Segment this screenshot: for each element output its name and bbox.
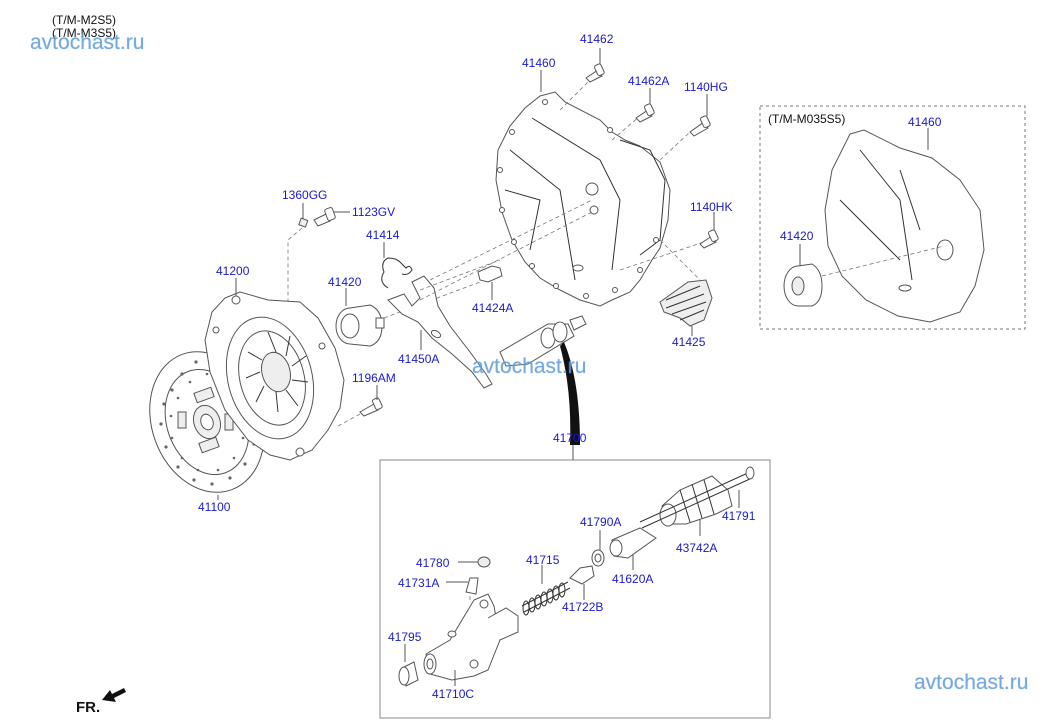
boot-41795 [398, 661, 419, 687]
bolt-1140hg [689, 115, 711, 137]
nut-1360gg [298, 217, 309, 228]
label-1360gg[interactable]: 1360GG [282, 188, 328, 202]
label-43742a[interactable]: 43742A [676, 541, 718, 555]
cylinder-body-41710c [423, 593, 519, 681]
label-41200[interactable]: 41200 [216, 264, 250, 278]
boot-41425 [659, 279, 713, 327]
variant-label-m2s5: (T/M-M2S5) [52, 13, 116, 27]
watermark-bottom-right: avtochast.ru [914, 671, 1029, 694]
inset-label-41460[interactable]: 41460 [908, 115, 942, 129]
label-41414[interactable]: 41414 [366, 228, 400, 242]
label-1140hg[interactable]: 1140HG [684, 80, 728, 94]
piston-41620a [609, 527, 657, 559]
cap-41780 [477, 556, 491, 568]
callout-arrow [560, 342, 580, 445]
inset-label-41420[interactable]: 41420 [780, 229, 814, 243]
bolt-1123gv [313, 207, 336, 227]
bolt-1140hk [699, 229, 719, 249]
inset-title: (T/M-M035S5) [768, 112, 846, 126]
label-41100[interactable]: 41100 [198, 500, 231, 514]
inset-housing-41460 [824, 129, 985, 323]
label-41780[interactable]: 41780 [416, 556, 450, 570]
cup-41722b [569, 565, 595, 585]
pushrod-41791 [639, 466, 755, 529]
label-41710c[interactable]: 41710C [432, 687, 475, 701]
release-cylinder-41700 [499, 315, 587, 367]
watermark-center: avtochast.ru [472, 355, 587, 378]
label-41790a[interactable]: 41790A [580, 515, 622, 529]
label-41791[interactable]: 41791 [722, 509, 756, 523]
watermark-top-left: avtochast.ru [30, 31, 145, 54]
label-1196am[interactable]: 1196AM [352, 371, 396, 385]
label-41462a[interactable]: 41462A [628, 74, 670, 88]
variant-label-m3s5: (T/M-M3S5) [52, 26, 116, 40]
label-41425[interactable]: 41425 [672, 335, 706, 349]
inset-dashed-frame [759, 105, 1026, 330]
label-41722b[interactable]: 41722B [562, 600, 604, 614]
label-41620a[interactable]: 41620A [612, 572, 654, 586]
label-41715[interactable]: 41715 [526, 553, 560, 567]
label-41731a[interactable]: 41731A [398, 576, 440, 590]
bleeder-41731a [465, 577, 479, 595]
label-41450a[interactable]: 41450A [398, 352, 440, 366]
label-41460[interactable]: 41460 [522, 56, 556, 70]
label-1123gv[interactable]: 1123GV [352, 205, 396, 219]
bolt-41462a [635, 103, 655, 123]
label-41700[interactable]: 41700 [553, 431, 587, 445]
pressure-plate-41200 [204, 291, 345, 461]
label-41424a[interactable]: 41424A [472, 301, 514, 315]
seal-41790a [591, 549, 605, 567]
subassembly-frame [379, 459, 771, 719]
pivot-41424a [477, 265, 503, 283]
spring-41715 [521, 581, 571, 616]
front-arrow-icon [102, 688, 126, 702]
label-41420[interactable]: 41420 [328, 275, 362, 289]
bolt-1196am [359, 397, 383, 417]
label-41795[interactable]: 41795 [388, 630, 422, 644]
release-bearing-41420 [335, 304, 385, 347]
clip-41414 [381, 257, 413, 289]
clutch-housing-41460 [495, 91, 671, 307]
label-41462[interactable]: 41462 [580, 32, 614, 46]
inset-bearing-41420 [783, 263, 823, 307]
bolt-41462 [585, 63, 605, 83]
label-1140hk[interactable]: 1140HK [690, 200, 733, 214]
release-fork-41450a [387, 275, 493, 389]
front-direction-label: FR. [76, 699, 101, 716]
